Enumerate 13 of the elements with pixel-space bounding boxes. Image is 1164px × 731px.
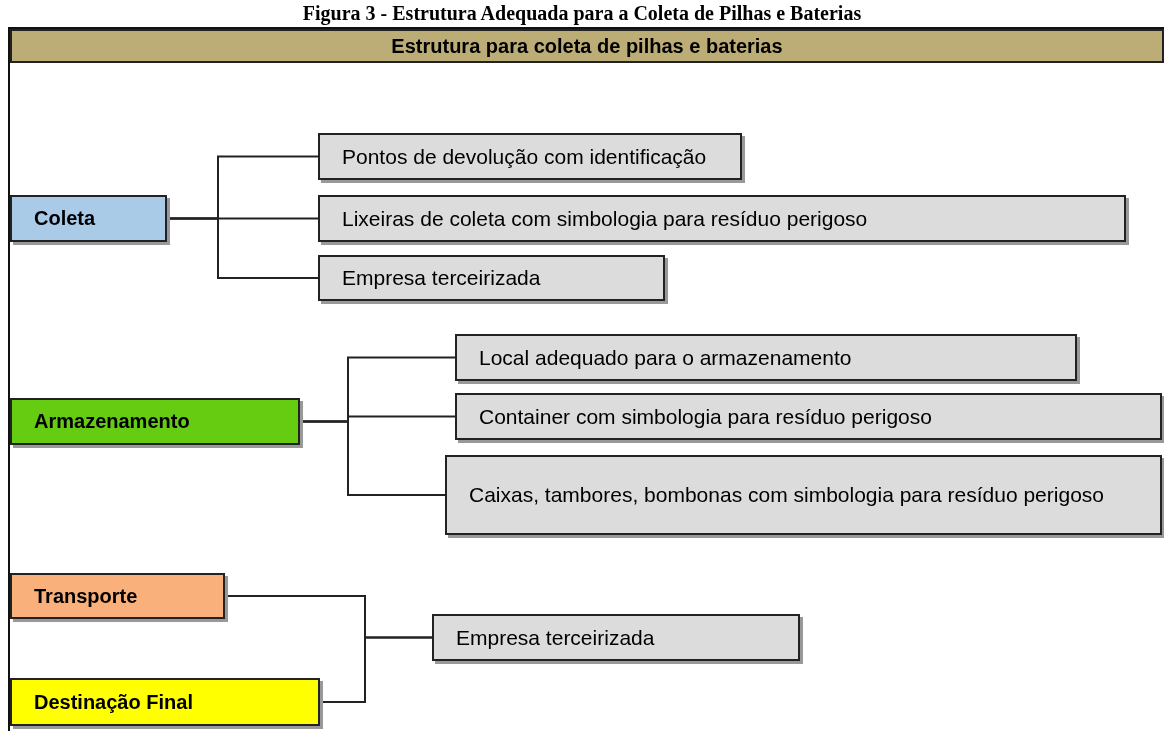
- category-box: Transporte: [10, 573, 225, 619]
- item-box: Local adequado para o armazenamento: [455, 334, 1077, 381]
- item-box: Lixeiras de coleta com simbologia para resíduo perigoso: [318, 195, 1126, 242]
- item-box: Caixas, tambores, bombonas com simbologia para resíduo perigoso: [445, 455, 1162, 535]
- category-box: Destinação Final: [10, 678, 320, 726]
- category-box: Armazenamento: [10, 398, 300, 445]
- category-box: Coleta: [10, 195, 167, 242]
- item-box: Empresa terceirizada: [432, 614, 800, 661]
- item-box: Container com simbologia para resíduo perigoso: [455, 393, 1162, 440]
- figure-title: Figura 3 - Estrutura Adequada para a Coleta de Pilhas e Baterias: [301, 2, 863, 25]
- item-box: Pontos de devolução com identificação: [318, 133, 742, 180]
- header-band: Estrutura para coleta de pilhas e baterias: [10, 29, 1164, 63]
- item-box: Empresa terceirizada: [318, 255, 665, 301]
